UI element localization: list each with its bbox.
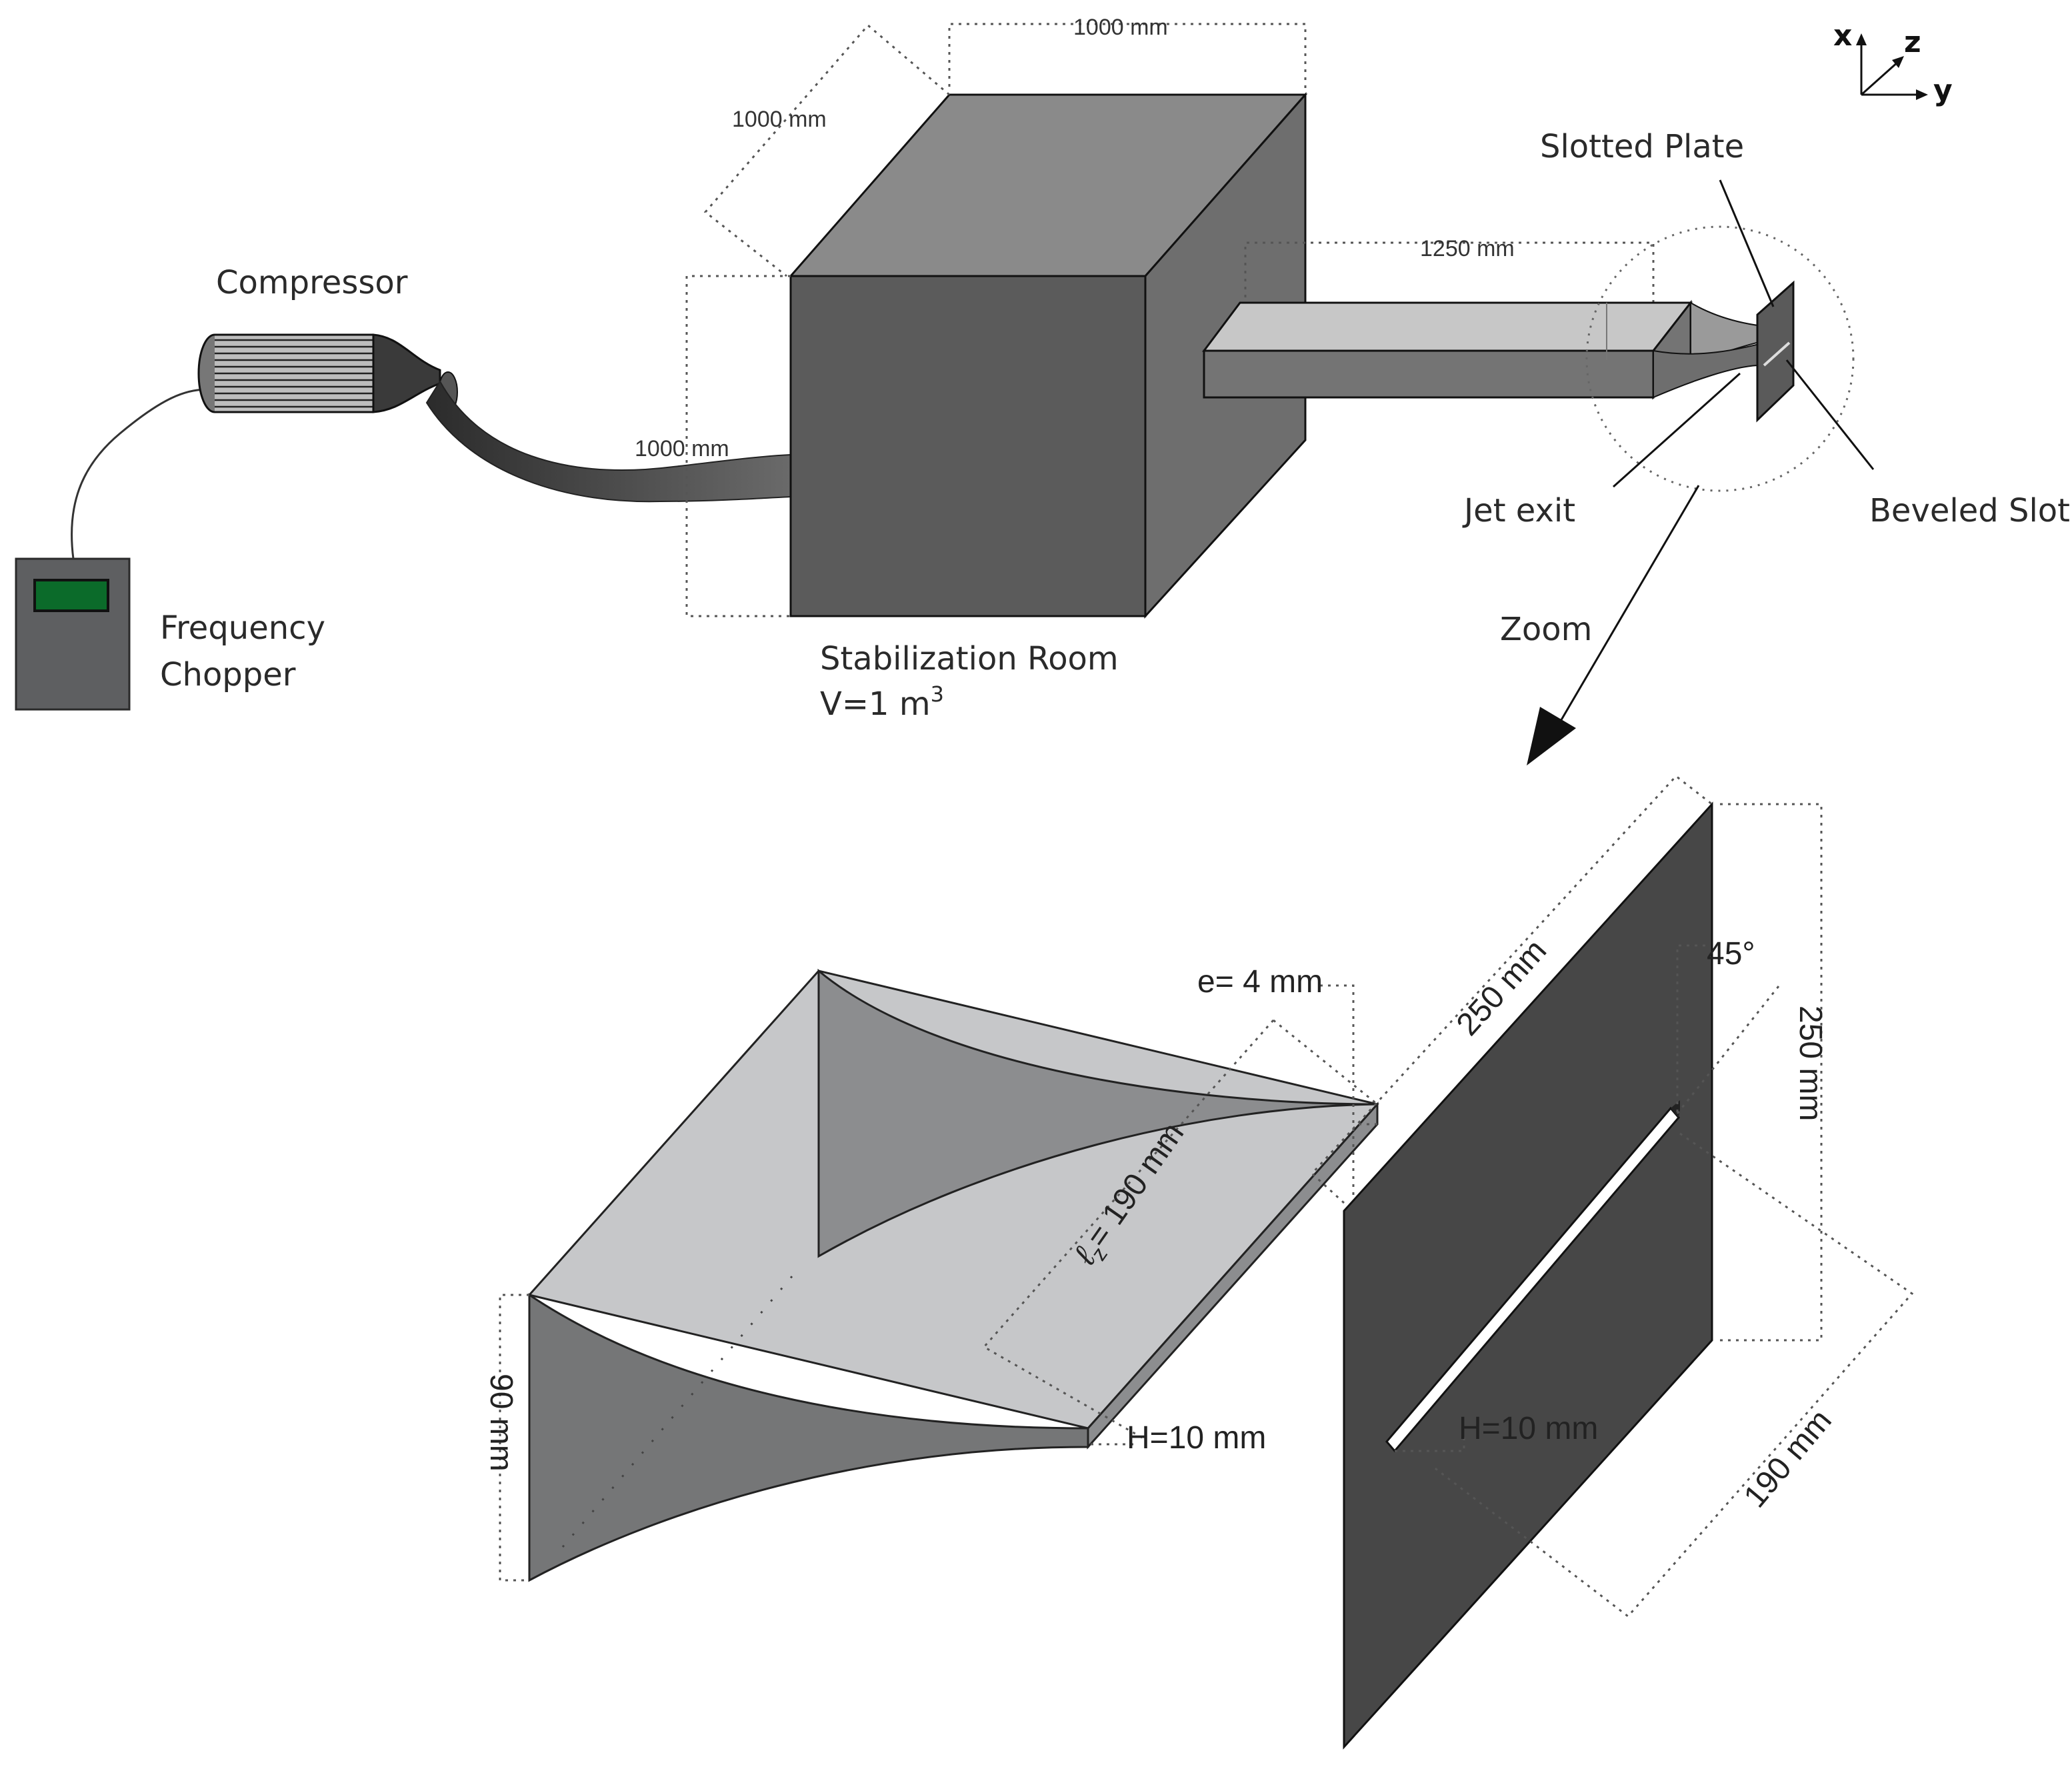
room-dimension-lines — [685, 23, 1655, 617]
volume-sup: 3 — [931, 681, 944, 707]
compressor-label: Compressor — [216, 264, 408, 301]
compressor — [197, 333, 458, 413]
chopper-cable — [71, 388, 214, 559]
plate-dimension-lines — [1310, 774, 1914, 1618]
frequency-chopper — [15, 388, 214, 711]
zoom-arrow — [1527, 485, 1700, 765]
nozzle-dimension-lines — [499, 984, 1378, 1582]
stabilization-room-label: Stabilization Room — [820, 640, 1119, 677]
axes-triad — [1856, 33, 1928, 100]
room-width-dim: 1000 mm — [1073, 15, 1168, 40]
axis-z-label: z — [1904, 25, 1921, 59]
slot-height-dim: H=10 mm — [1459, 1411, 1598, 1446]
plate-height-dim: 250 mm — [1793, 1006, 1828, 1121]
nozzle-exit-height-dim: H=10 mm — [1127, 1420, 1266, 1456]
room-depth-dim: 1000 mm — [732, 107, 827, 132]
chopper-label: Chopper — [160, 656, 296, 693]
volume-label: V=1 m3 — [820, 681, 944, 723]
jet-exit-label: Jet exit — [1462, 492, 1575, 529]
slotted-plate-pointer — [1719, 179, 1775, 307]
connection-hose — [425, 380, 791, 503]
chopper-display — [33, 579, 109, 612]
inlet-height-dim: 90 mm — [483, 1374, 519, 1472]
zoom-label: Zoom — [1500, 611, 1592, 648]
beveled-slot-pointer — [1785, 359, 1875, 470]
room-height-dim: 1000 mm — [635, 436, 729, 461]
duct — [1202, 299, 1693, 400]
axis-y-label: y — [1933, 73, 1953, 107]
frequency-label: Frequency — [160, 609, 325, 647]
zoom-circle — [1585, 225, 1855, 492]
zoomed-slotted-plate — [1343, 801, 1713, 1750]
volume-text: V=1 m — [820, 685, 931, 723]
jet-exit-pointer — [1612, 372, 1741, 488]
beveled-slot-label: Beveled Slot — [1869, 492, 2070, 529]
bevel-angle-dim: 45° — [1707, 936, 1755, 972]
slot-length-dim: 190 mm — [1737, 1403, 1839, 1514]
slotted-plate-label: Slotted Plate — [1540, 128, 1744, 165]
zoomed-nozzle — [527, 968, 1379, 1582]
top-slotted-plate — [1756, 280, 1795, 423]
thickness-dim: e= 4 mm — [1197, 964, 1323, 1000]
duct-length-dim: 1250 mm — [1420, 236, 1515, 261]
axis-x-label: x — [1833, 19, 1852, 53]
